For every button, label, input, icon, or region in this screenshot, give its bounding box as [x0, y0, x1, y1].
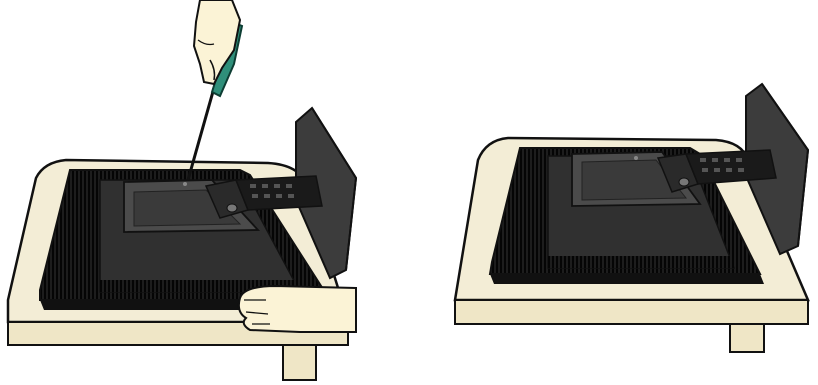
table-leg	[283, 345, 316, 380]
hand-icon	[239, 286, 356, 332]
panel-screws-removed	[455, 84, 808, 352]
table-leg	[730, 324, 764, 352]
panel-remove-screws	[8, 0, 356, 380]
hand-icon	[194, 0, 240, 84]
